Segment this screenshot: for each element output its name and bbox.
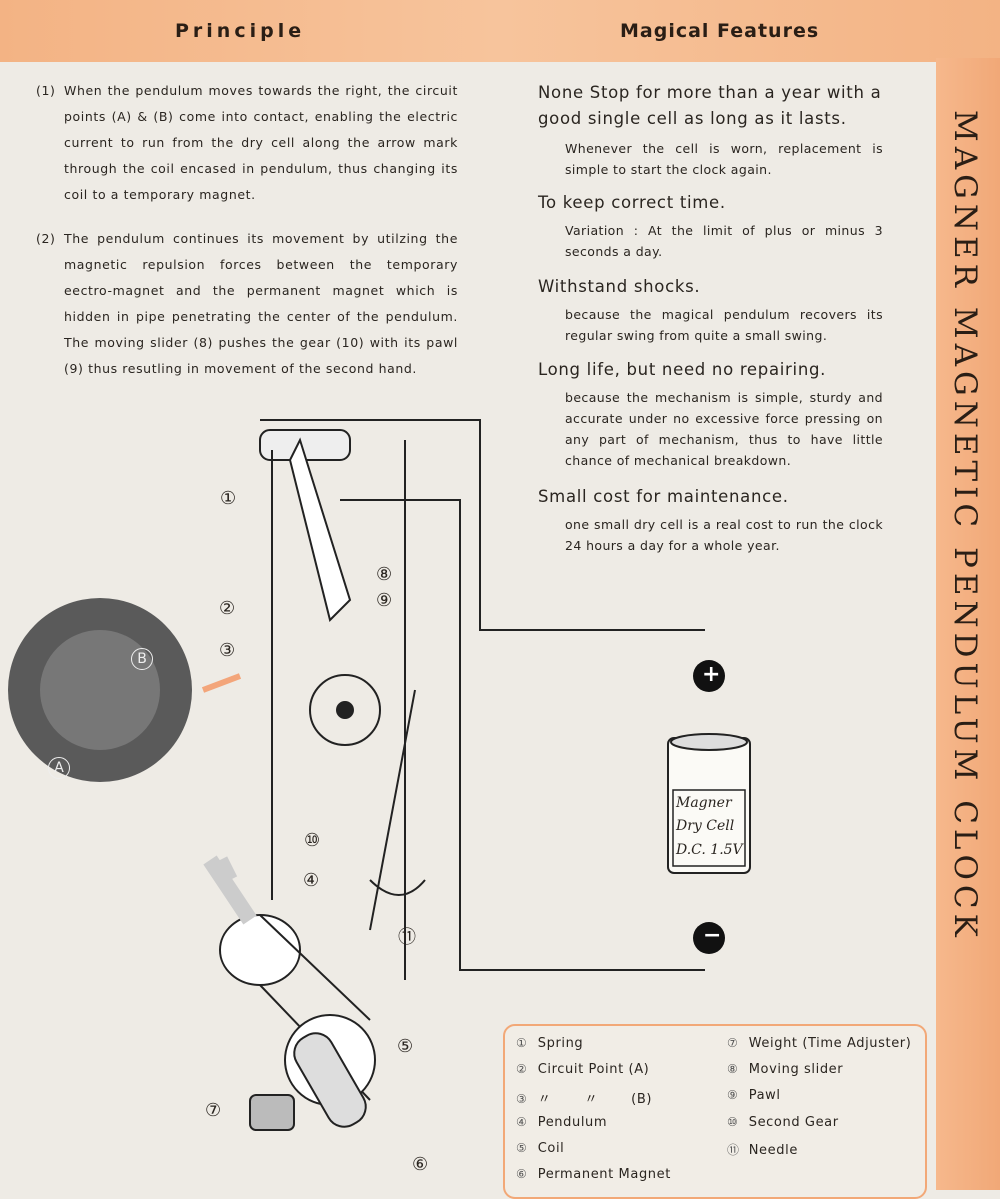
callout-6: ⑥ (412, 1154, 429, 1175)
callout-10: ⑩ (304, 830, 321, 851)
battery-brand: Magner (676, 795, 732, 811)
legend-item: ⑥ Permanent Magnet (516, 1167, 671, 1182)
paragraph-text: The pendulum continues its movement by u… (64, 231, 458, 376)
callout-b: B (131, 648, 153, 670)
wire-plus (260, 419, 705, 631)
features-heading: Magical Features (620, 20, 820, 42)
callout-9: ⑨ (376, 590, 393, 611)
feature-title: Small cost for maintenance. (538, 487, 789, 506)
feature-4: Long life, but need no repairing. because… (538, 357, 883, 471)
side-title: MAGNER MAGNETIC PENDULUM CLOCK (947, 110, 983, 942)
callout-3: ③ (219, 640, 236, 661)
callout-a: A (48, 757, 70, 779)
legend-item: ⑧ Moving slider (727, 1062, 844, 1077)
minus-sign: − (703, 923, 722, 948)
legend-item: ⑪ Needle (727, 1143, 798, 1158)
principle-heading: Principle (175, 20, 306, 42)
paragraph-text: When the pendulum moves towards the righ… (64, 83, 458, 202)
paragraph-number: (1) (36, 83, 56, 98)
battery-voltage: D.C. 1.5V (676, 842, 743, 858)
side-strip (936, 58, 1000, 1190)
feature-text: Whenever the cell is worn, replacement i… (565, 141, 883, 177)
feature-title: To keep correct time. (538, 193, 726, 212)
legend-item: ② Circuit Point (A) (516, 1062, 650, 1077)
legend-item: ③ 〃 〃 (B) (516, 1092, 653, 1107)
weight (249, 1094, 295, 1131)
callout-8: ⑧ (376, 564, 393, 585)
callout-5: ⑤ (397, 1036, 414, 1057)
wire-minus (340, 499, 705, 971)
legend-item: ⑦ Weight (Time Adjuster) (727, 1036, 912, 1051)
legend-item: ⑤ Coil (516, 1141, 565, 1156)
feature-title: Long life, but need no repairing. (538, 360, 827, 379)
feature-text: because the magical pendulum recovers it… (565, 307, 883, 343)
legend-item: ⑨ Pawl (727, 1088, 781, 1103)
callout-7: ⑦ (205, 1100, 222, 1121)
feature-title: Withstand shocks. (538, 277, 701, 296)
callout-4: ④ (303, 870, 320, 891)
legend-item: ⑩ Second Gear (727, 1115, 839, 1130)
feature-text: because the mechanism is simple, sturdy … (565, 390, 883, 468)
legend-item: ① Spring (516, 1036, 584, 1051)
legend-item: ④ Pendulum (516, 1115, 608, 1130)
minus-terminal-icon (693, 922, 725, 954)
feature-text: Variation : At the limit of plus or minu… (565, 223, 883, 259)
feature-1: None Stop for more than a year with a go… (538, 80, 883, 180)
permanent-magnet (293, 1032, 367, 1128)
feature-title: None Stop for more than a year with a go… (538, 83, 882, 128)
battery-type: Dry Cell (676, 818, 735, 834)
feature-5: Small cost for maintenance. one small dry… (538, 484, 883, 556)
feature-2: To keep correct time. Variation : At the … (538, 190, 883, 262)
paragraph-number: (2) (36, 231, 56, 246)
plus-sign: + (702, 662, 721, 687)
coil-outline (219, 914, 301, 986)
callout-2: ② (219, 598, 236, 619)
feature-3: Withstand shocks. because the magical pen… (538, 274, 883, 346)
feature-text: one small dry cell is a real cost to run… (565, 517, 883, 553)
principle-paragraph-1: (1) When the pendulum moves towards the … (36, 78, 458, 208)
second-gear (309, 674, 381, 746)
callout-1: ① (220, 488, 237, 509)
legend-box (503, 1024, 927, 1199)
callout-11: ⑪ (398, 927, 416, 948)
principle-paragraph-2: (2) The pendulum continues its movement … (36, 226, 458, 382)
plus-terminal-icon (693, 660, 725, 692)
header-band (0, 0, 1000, 62)
arrow-icon (201, 673, 242, 693)
